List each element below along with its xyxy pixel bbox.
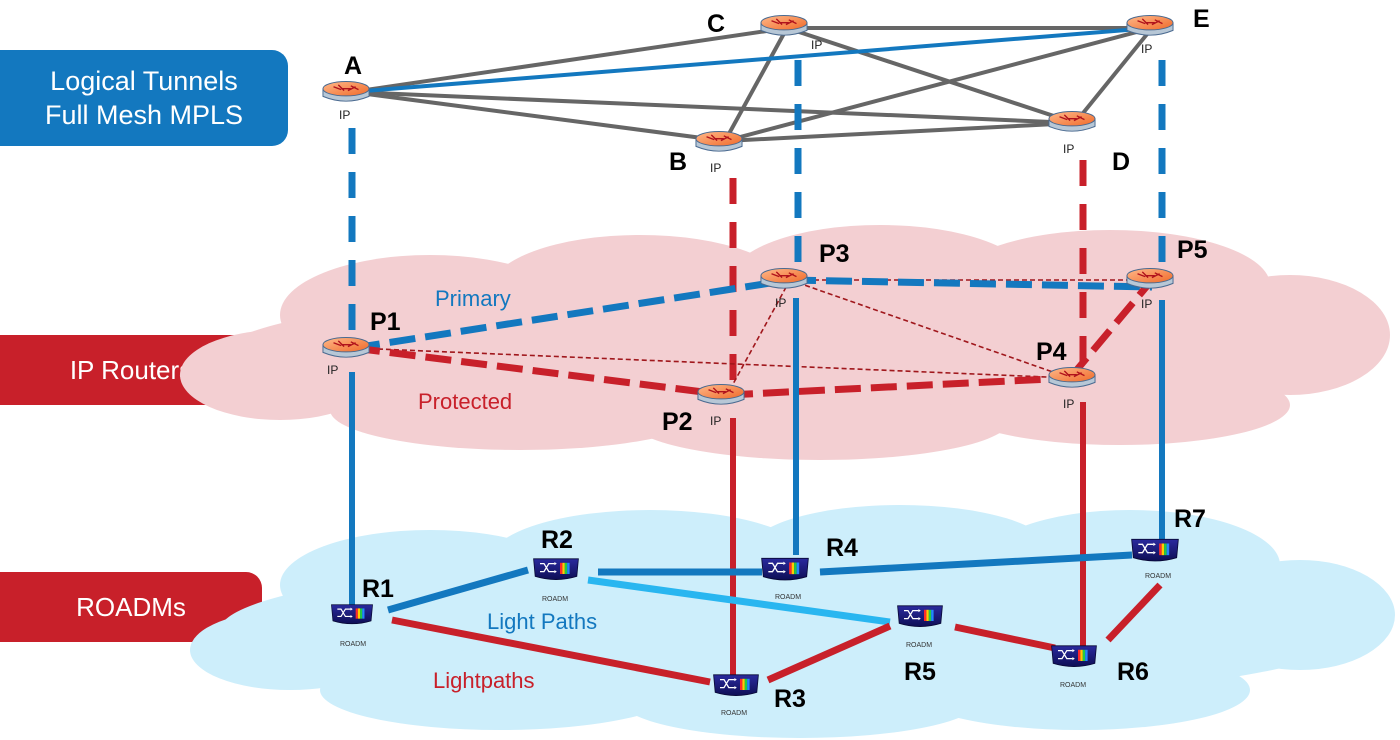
router-icon [1048,110,1096,132]
node-label-r5: R5 [904,658,936,686]
roadm-icon [896,605,944,628]
router-icon [1048,366,1096,388]
logical-mesh-links [351,26,1154,143]
ip-tag: IP [710,161,721,175]
node-label-b: B [669,148,687,176]
optical-layer-cloud [190,505,1395,738]
router-icon [322,80,370,102]
logical-to-ip-mappings [348,60,1166,386]
ip-to-roadm-links [349,298,1165,680]
node-label-r6: R6 [1117,658,1149,686]
ip-tag: IP [775,296,786,310]
roadm-tag: ROADM [906,642,932,649]
ip-tag: IP [1063,142,1074,156]
router-icon [1126,14,1174,36]
roadms-label: ROADMs [76,592,186,622]
node-label-p4: P4 [1036,338,1067,366]
light-path-r2-r5 [587,576,891,626]
protected-path [353,277,1155,399]
roadm-tag: ROADM [775,594,801,601]
roadm-tag: ROADM [340,641,366,648]
node-label-p1: P1 [370,308,401,336]
ip-tag: IP [339,108,350,122]
router-icon [322,336,370,358]
logical-tunnel-a-e [351,26,1153,94]
light-paths-label: Light Paths [487,609,597,634]
roadm-tag: ROADM [1060,682,1086,689]
node-label-e: E [1193,5,1210,33]
roadm-tag: ROADM [1145,573,1171,580]
router-icon [695,130,743,152]
node-label-r2: R2 [541,526,573,554]
roadm-tag: ROADM [542,596,568,603]
node-label-c: C [707,10,725,38]
ip-tag: IP [710,414,721,428]
logical-tunnels-label: Logical Tunnels Full Mesh MPLS [44,66,244,130]
router-icon [760,14,808,36]
node-label-r1: R1 [362,575,394,603]
ip-tag: IP [1063,397,1074,411]
roadm-tag: ROADM [721,710,747,717]
node-label-d: D [1112,148,1130,176]
router-icon [1126,267,1174,289]
node-label-p2: P2 [662,408,693,436]
router-icon [760,267,808,289]
primary-path [353,276,1153,352]
roadm-icon [1130,538,1180,562]
ip-tag: IP [1141,42,1152,56]
node-label-r4: R4 [826,534,858,562]
node-label-r3: R3 [774,685,806,713]
lightpaths-label: Lightpaths [433,668,535,693]
roadm-icon [1050,645,1098,668]
ip-routers-label: IP Routers [69,355,193,385]
logical-tunnels-badge: Logical Tunnels Full Mesh MPLS [0,50,288,146]
node-label-p3: P3 [819,240,850,268]
roadm-icon [330,604,374,625]
primary-label: Primary [435,286,511,311]
roadms-badge: ROADMs [0,572,262,642]
red-light-paths [391,582,1163,686]
node-label-a: A [344,52,362,80]
router-icon [697,383,745,405]
protected-label: Protected [418,389,512,414]
node-label-p5: P5 [1177,236,1208,264]
blue-light-paths [387,551,1133,614]
node-label-r7: R7 [1174,505,1206,533]
ip-tag: IP [327,363,338,377]
ip-tag: IP [1141,297,1152,311]
roadm-icon [532,558,580,581]
roadm-icon [760,557,810,581]
ip-tag: IP [811,38,822,52]
roadm-icon [712,674,760,697]
